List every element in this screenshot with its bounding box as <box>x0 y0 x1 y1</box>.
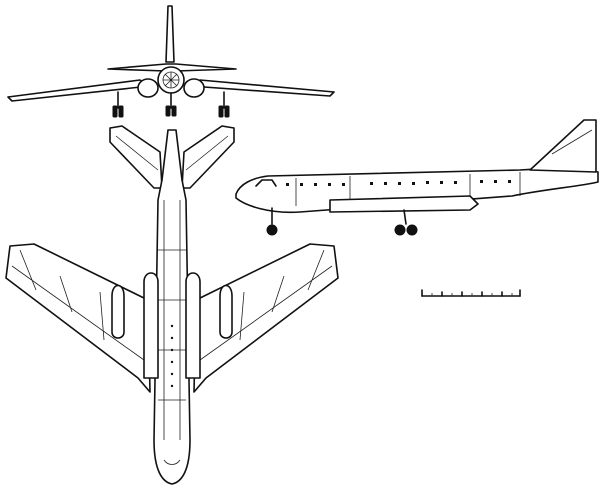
side-view-nacelle <box>329 195 479 213</box>
scale-bar <box>421 289 521 297</box>
side-view-fin <box>529 119 597 173</box>
front-view-wing-left <box>7 79 151 102</box>
front-view <box>7 5 335 118</box>
top-view-wing-left <box>5 243 151 393</box>
top-view-fuselage <box>153 129 191 485</box>
front-view-wing-right <box>189 79 335 97</box>
top-view-wing-right <box>193 243 339 393</box>
top-view-tailplane-right <box>181 125 235 189</box>
front-view-nacelle-left <box>137 78 159 98</box>
top-view <box>5 125 339 485</box>
top-view-pod-right <box>219 284 233 339</box>
side-view <box>235 119 599 236</box>
top-view-nacelle-right <box>185 272 201 379</box>
top-view-tailplane-left <box>109 125 163 189</box>
side-view-gear-main <box>403 209 407 225</box>
top-view-pod-left <box>111 284 125 339</box>
front-view-nacelle-right <box>183 78 205 98</box>
side-view-windows <box>286 180 511 186</box>
top-view-nacelle-left <box>143 272 159 379</box>
front-view-fin <box>165 5 175 63</box>
side-view-cockpit <box>255 179 277 187</box>
